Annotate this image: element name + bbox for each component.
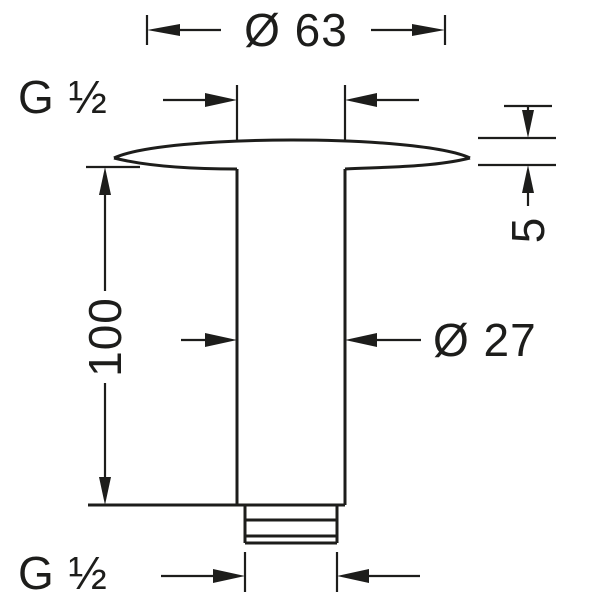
body-length-label: 100	[79, 297, 131, 377]
arrow-left-pointing-icon	[345, 93, 377, 107]
arrow-right-icon	[412, 24, 445, 36]
arrow-left-pointing-icon	[337, 569, 369, 583]
part-outline	[88, 138, 471, 545]
flange-diameter-label: Ø 63	[244, 4, 348, 56]
dim-bottom-thread: G ½	[18, 547, 420, 599]
flange-bottom-right-edge	[344, 156, 471, 171]
dim-pipe-diameter: Ø 27	[181, 314, 537, 366]
arrow-left-icon	[147, 24, 180, 36]
arrow-up-icon	[522, 165, 534, 193]
arrow-right-pointing-icon	[205, 93, 237, 107]
pipe-diameter-label: Ø 27	[433, 314, 537, 366]
arrow-right-pointing-icon	[213, 569, 245, 583]
dim-top-thread: G ½	[18, 71, 419, 141]
bottom-thread-label: G ½	[18, 547, 108, 599]
flange-bottom-left-edge	[113, 156, 238, 171]
dim-body-length: 100	[79, 165, 140, 505]
top-thread-label: G ½	[18, 71, 108, 123]
arrow-left-pointing-icon	[345, 333, 377, 347]
arrow-right-pointing-icon	[205, 333, 237, 347]
arrow-up-icon	[99, 167, 111, 195]
flange-thickness-label: 5	[502, 217, 554, 244]
arrow-down-icon	[99, 477, 111, 505]
flange-top-edge	[113, 138, 471, 160]
dim-flange-thickness: 5	[478, 104, 556, 244]
arrow-down-icon	[522, 110, 534, 138]
dim-flange-diameter: Ø 63	[145, 4, 447, 56]
